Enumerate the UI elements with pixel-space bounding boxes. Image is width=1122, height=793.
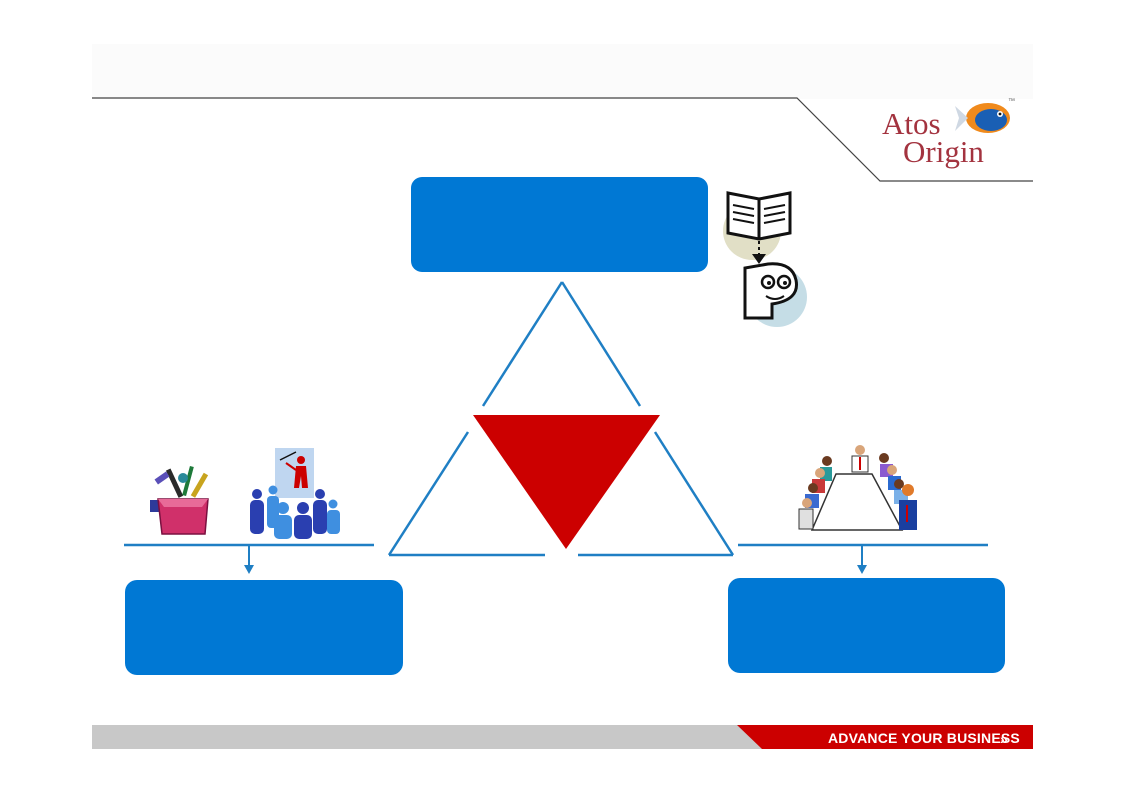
inner-red-triangle [473,415,660,549]
left-box [125,580,403,675]
triangle-edge-right-lower [653,431,735,556]
header-rule [92,97,1033,182]
right-arrow-head [857,565,867,574]
right-box [728,578,1005,673]
logo-tm: ™ [1008,98,1015,105]
presentation-icon [250,448,340,539]
outer-triangle [387,281,735,557]
footer-chevrons: » [1000,731,1008,747]
footer-tagline: ADVANCE YOUR BUSINESS [828,730,1020,746]
fish-icon [955,103,1010,133]
atos-origin-logo: Atos Origin ™ [882,98,1015,169]
triangle-edge-right-upper [560,281,642,407]
meeting-table-icon [798,445,917,531]
footer: ADVANCE YOUR BUSINESS » [92,725,1033,749]
toolbox-icon [150,465,209,535]
logo-line-1: Atos [882,106,941,141]
triangle-edge-left-upper [481,281,564,407]
footer-red-band [737,725,1033,749]
logo-line-2: Origin [903,134,984,169]
left-arrow-head [244,565,254,574]
top-box [411,177,708,272]
triangle-edge-left-lower [387,431,470,556]
footer-gray-band [92,725,762,749]
book-reader-icon [723,191,807,327]
header-band [92,44,1033,99]
